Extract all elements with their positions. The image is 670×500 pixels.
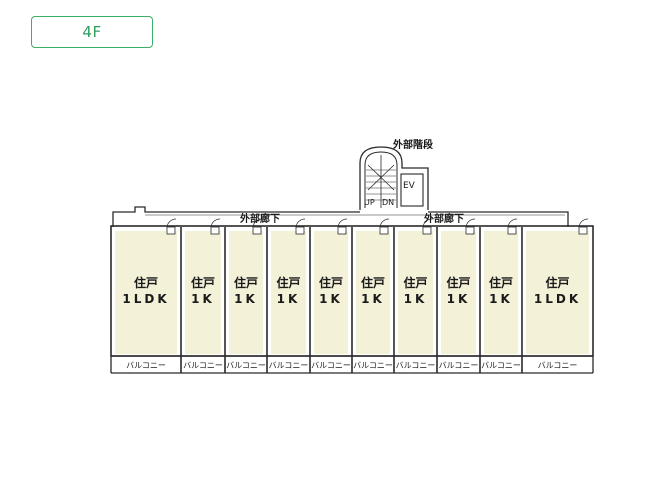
unit-type-label: 住戸 xyxy=(489,275,513,290)
unit-layout-label: 1K xyxy=(447,292,471,306)
unit-type-label: 住戸 xyxy=(403,275,427,290)
unit[interactable]: 住戸 1K バルコニー xyxy=(479,218,521,373)
units-layer: 住戸1LDKバルコニー住戸1Kバルコニー住戸1Kバルコニー住戸1Kバルコニー住戸… xyxy=(115,218,589,373)
unit-floor xyxy=(398,231,433,354)
unit-floor xyxy=(229,231,263,354)
unit-type-label: 住戸 xyxy=(234,275,258,290)
unit-type-label: 住戸 xyxy=(191,275,215,290)
door-swing xyxy=(295,218,306,228)
corridor-label-right: 外部廊下 xyxy=(423,212,464,225)
unit-layout-label: 1K xyxy=(361,292,385,306)
door-swing xyxy=(507,218,518,228)
unit-layout-label: 1K xyxy=(277,292,301,306)
unit-layout-label: 1LDK xyxy=(534,292,581,306)
stair-up-label: UP xyxy=(364,198,375,207)
unit-layout-label: 1K xyxy=(489,292,513,306)
unit[interactable]: 住戸 1LDK バルコニー xyxy=(521,218,589,373)
stair-cross-b xyxy=(367,164,395,191)
door-swing xyxy=(166,218,177,228)
stair-tower-outline xyxy=(359,146,429,210)
unit-floor xyxy=(271,231,306,354)
unit-layout-label: 1K xyxy=(191,292,215,306)
balcony-label: バルコニー xyxy=(538,361,578,370)
corridor-outline-left xyxy=(112,206,360,227)
unit-door xyxy=(337,226,347,235)
balcony-label: バルコニー xyxy=(481,361,521,370)
balcony-label: バルコニー xyxy=(439,361,479,370)
unit-type-label: 住戸 xyxy=(276,275,300,290)
balcony-label: バルコニー xyxy=(311,361,351,370)
labels-layer: 外部階段 外部廊下 外部廊下 EV UP DN xyxy=(239,138,464,225)
unit[interactable]: 住戸 1K バルコニー xyxy=(180,218,223,373)
unit[interactable]: 住戸 1K バルコニー xyxy=(224,218,266,373)
door-swing xyxy=(210,218,221,228)
stair-inner-outline xyxy=(364,151,398,208)
door-swing xyxy=(465,218,476,228)
unit-floor xyxy=(356,231,390,354)
unit-door xyxy=(507,226,517,235)
elevator-shaft xyxy=(400,173,424,207)
external-stairs-label: 外部階段 xyxy=(392,138,433,151)
unit-floor xyxy=(115,231,177,354)
balcony-label: バルコニー xyxy=(396,361,436,370)
unit[interactable]: 住戸 1K バルコニー xyxy=(309,218,351,373)
unit-door xyxy=(210,226,220,235)
unit-layout-label: 1K xyxy=(234,292,258,306)
stair-dn-label: DN xyxy=(382,198,394,207)
unit-floor xyxy=(526,231,589,354)
unit-floor xyxy=(441,231,476,354)
unit-floor xyxy=(185,231,221,354)
balcony-label: バルコニー xyxy=(353,361,393,370)
door-swing xyxy=(578,218,589,228)
unit-type-label: 住戸 xyxy=(446,275,470,290)
door-swing xyxy=(422,218,433,228)
door-swing xyxy=(379,218,390,228)
corridor-label-left: 外部廊下 xyxy=(239,212,280,225)
unit-type-label: 住戸 xyxy=(134,275,158,290)
unit-layout-label: 1K xyxy=(319,292,343,306)
unit-layout-label: 1LDK xyxy=(122,292,169,306)
unit-door xyxy=(252,226,262,235)
unit-door xyxy=(578,226,588,235)
unit-floor xyxy=(314,231,348,354)
unit-door xyxy=(295,226,305,235)
unit-door xyxy=(166,226,176,235)
unit[interactable]: 住戸 1K バルコニー xyxy=(351,218,393,373)
balcony-label: バルコニー xyxy=(226,361,266,370)
unit-door xyxy=(465,226,475,235)
unit-type-label: 住戸 xyxy=(319,275,343,290)
door-swing xyxy=(337,218,348,228)
unit-type-label: 住戸 xyxy=(361,275,385,290)
floor-tab-label: 4F xyxy=(82,23,102,41)
elevator-label: EV xyxy=(403,181,416,191)
unit-floor xyxy=(484,231,518,354)
unit-door xyxy=(422,226,432,235)
unit[interactable]: 住戸 1K バルコニー xyxy=(266,218,309,373)
door-swing xyxy=(252,218,263,228)
floor-tab-4f[interactable]: 4F xyxy=(31,16,153,48)
balcony-label: バルコニー xyxy=(183,361,223,370)
unit-type-label: 住戸 xyxy=(545,275,569,290)
unit[interactable]: 住戸 1LDK バルコニー xyxy=(115,218,177,370)
stair-treads xyxy=(366,169,396,201)
unit[interactable]: 住戸 1K バルコニー xyxy=(393,218,436,373)
balcony-label: バルコニー xyxy=(269,361,309,370)
unit-door xyxy=(379,226,389,235)
corridor-outline-right xyxy=(428,211,569,227)
unit-layout-label: 1K xyxy=(404,292,428,306)
balcony-label: バルコニー xyxy=(126,361,166,370)
unit[interactable]: 住戸 1K バルコニー xyxy=(436,218,479,373)
